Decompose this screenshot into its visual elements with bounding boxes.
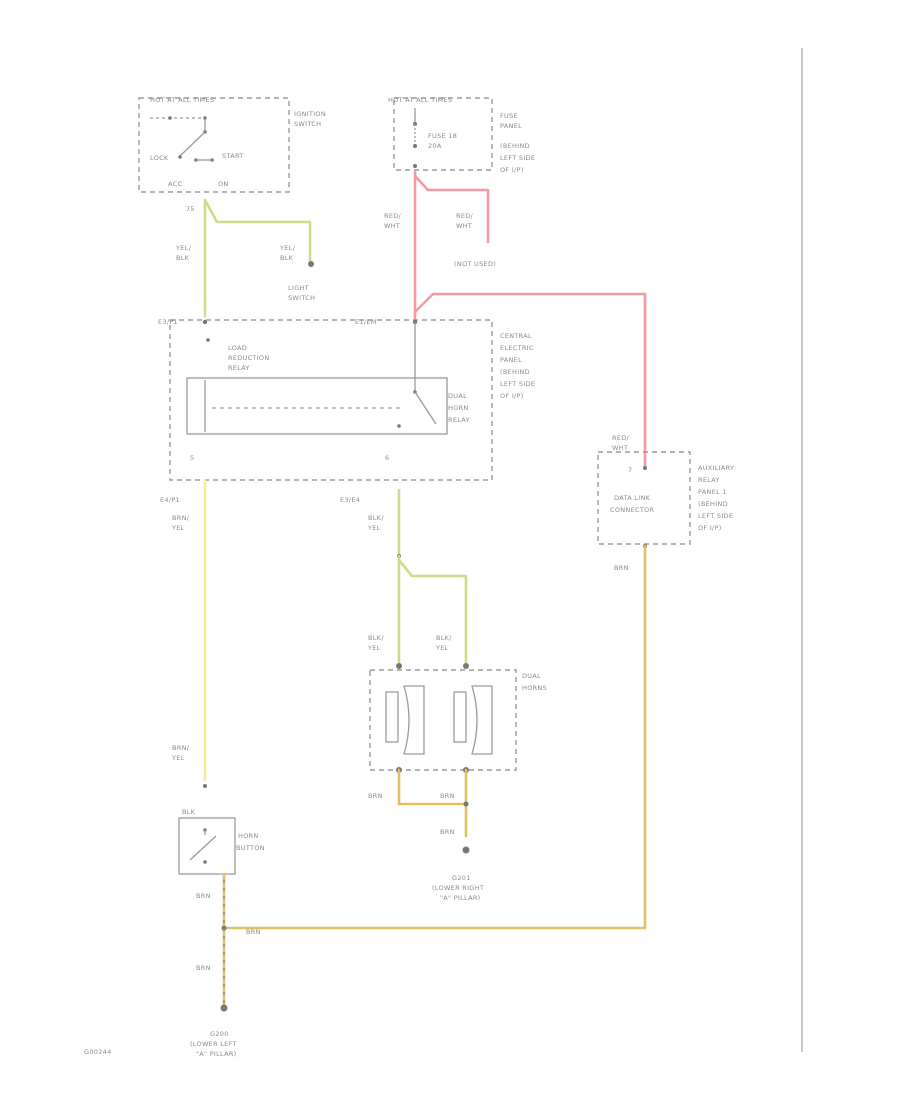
horn-relay-2: HORN bbox=[448, 404, 469, 412]
load-relay-1: LOAD bbox=[228, 344, 247, 352]
ignition-pos-on: ON bbox=[218, 180, 229, 188]
ground-left-2: (LOWER LEFT bbox=[190, 1040, 237, 1048]
ground-right-2: (LOWER RIGHT bbox=[432, 884, 484, 892]
label-blk: BLK bbox=[182, 808, 196, 816]
label-brn-yel-2b: YEL bbox=[171, 754, 185, 762]
fuse-panel: HOT AT ALL TIMES FUSE 18 20A FUSE PANEL … bbox=[388, 96, 535, 174]
fuse-label-2: 20A bbox=[428, 142, 442, 150]
label-not-used: (NOT USED) bbox=[454, 260, 496, 268]
label-brn-ds3: BRN bbox=[440, 828, 455, 836]
yellow-black-wire bbox=[203, 198, 314, 318]
ignition-pos-lock: LOCK bbox=[150, 154, 169, 162]
label-red-wht-1a: RED/ bbox=[384, 212, 402, 220]
ground-left-3: "A" PILLAR) bbox=[196, 1050, 237, 1058]
dlc-panel-3: PANEL 1 bbox=[698, 488, 727, 496]
label-brn-dlc: BRN bbox=[614, 564, 629, 572]
horn-ground-wires bbox=[397, 768, 470, 854]
fuse-panel-2: PANEL bbox=[500, 122, 522, 130]
cep-pin-left: 5 bbox=[190, 454, 194, 462]
black-yellow-wires bbox=[396, 488, 469, 669]
horn-button-name-1: HORN bbox=[238, 832, 259, 840]
label-pin-75: 75 bbox=[186, 205, 195, 213]
ground-left-1: G200 bbox=[210, 1030, 229, 1038]
dual-horns: DUAL HORNS bbox=[369, 669, 547, 773]
cep-pin-right: 6 bbox=[385, 454, 389, 462]
label-yel-blk-2a: YEL/ bbox=[279, 244, 296, 252]
horns-name-1: DUAL bbox=[522, 672, 541, 680]
dlc-name-2: CONNECTOR bbox=[610, 506, 655, 514]
label-blk-yel-1a: BLK/ bbox=[368, 514, 384, 522]
load-relay-3: RELAY bbox=[228, 364, 250, 372]
label-red-wht-2a: RED/ bbox=[456, 212, 474, 220]
data-link-connector: RED/ WHT 7 DATA LINK CONNECTOR AUXILIARY… bbox=[597, 434, 734, 548]
page-divider bbox=[801, 48, 803, 1052]
cep-panel-3: PANEL bbox=[500, 356, 522, 364]
fuse-panel-5: OF I/P) bbox=[500, 166, 524, 174]
fuse-label-1: FUSE 18 bbox=[428, 132, 457, 140]
central-electric-panel: E3/P1 E1/EM LOAD REDUCTION RELAY DUAL HO… bbox=[158, 318, 535, 481]
horns-name-2: HORNS bbox=[522, 684, 547, 692]
cep-panel-4: (BEHIND bbox=[500, 368, 530, 376]
ground-right-3: "A" PILLAR) bbox=[440, 894, 481, 902]
fuse-header: HOT AT ALL TIMES bbox=[388, 96, 452, 104]
label-red-wht-2b: WHT bbox=[456, 222, 472, 230]
lower-brown-wires bbox=[220, 544, 647, 1012]
ignition-name-1: IGNITION bbox=[294, 110, 326, 118]
horn-button: BLK HORN BUTTON bbox=[178, 808, 265, 875]
label-brn-hb: BRN bbox=[196, 892, 211, 900]
load-relay-2: REDUCTION bbox=[228, 354, 270, 362]
label-brn-lower: BRN bbox=[196, 964, 211, 972]
ignition-switch: HOT AT ALL TIMES IGNITION SWITCH LOCK ST… bbox=[138, 96, 326, 193]
light-switch-2: SWITCH bbox=[288, 294, 315, 302]
dlc-red-wht-2: WHT bbox=[612, 444, 628, 452]
label-brn-yel-2a: BRN/ bbox=[172, 744, 190, 752]
label-brn-ds1: BRN bbox=[368, 792, 383, 800]
label-brn-yel-1b: YEL bbox=[171, 524, 185, 532]
label-yel-blk-1a: YEL/ bbox=[175, 244, 192, 252]
dlc-panel-2: RELAY bbox=[698, 476, 720, 484]
fuse-panel-3: (BEHIND bbox=[500, 142, 530, 150]
label-yel-blk-1b: BLK bbox=[176, 254, 190, 262]
ignition-name-2: SWITCH bbox=[294, 120, 321, 128]
label-brn-yel-1a: BRN/ bbox=[172, 514, 190, 522]
dlc-pin: 7 bbox=[628, 466, 632, 474]
label-blk-yel-2a: BLK/ bbox=[368, 634, 384, 642]
cep-panel-6: OF I/P) bbox=[500, 392, 524, 400]
dlc-panel-6: OF I/P) bbox=[698, 524, 722, 532]
cep-panel-2: ELECTRIC bbox=[500, 344, 534, 352]
label-brn-ds2: BRN bbox=[440, 792, 455, 800]
dlc-panel-4: (BEHIND bbox=[698, 500, 728, 508]
ground-right-1: G201 bbox=[452, 874, 471, 882]
red-wire-circuit bbox=[413, 170, 647, 470]
horn-relay-3: RELAY bbox=[448, 416, 470, 424]
dlc-name-1: DATA LINK bbox=[614, 494, 651, 502]
figure-id: G00244 bbox=[84, 1048, 112, 1056]
label-brn-mid: BRN bbox=[246, 928, 261, 936]
horn-button-name-2: BUTTON bbox=[236, 844, 265, 852]
ignition-pos-start: START bbox=[222, 152, 244, 160]
cep-conn-right: E1/EM bbox=[355, 318, 377, 326]
cep-panel-1: CENTRAL bbox=[500, 332, 532, 340]
dlc-panel-5: LEFT SIDE bbox=[698, 512, 733, 520]
cep-out-right: E3/E4 bbox=[340, 496, 360, 504]
ignition-header: HOT AT ALL TIMES bbox=[150, 96, 214, 104]
fuse-panel-4: LEFT SIDE bbox=[500, 154, 535, 162]
label-blk-yel-2b: YEL bbox=[367, 644, 381, 652]
dlc-panel-1: AUXILIARY bbox=[698, 464, 734, 472]
label-blk-yel-1b: YEL bbox=[367, 524, 381, 532]
cep-conn-left: E3/P1 bbox=[158, 318, 178, 326]
label-red-wht-1b: WHT bbox=[384, 222, 400, 230]
ignition-pos-acc: ACC bbox=[168, 180, 182, 188]
label-blk-yel-3b: YEL bbox=[435, 644, 449, 652]
cep-panel-5: LEFT SIDE bbox=[500, 380, 535, 388]
label-blk-yel-3a: BLK/ bbox=[436, 634, 452, 642]
light-switch-1: LIGHT bbox=[288, 284, 309, 292]
label-yel-blk-2b: BLK bbox=[280, 254, 294, 262]
dlc-red-wht-1: RED/ bbox=[612, 434, 630, 442]
horn-relay-1: DUAL bbox=[448, 392, 467, 400]
cep-out-left: E4/P1 bbox=[160, 496, 180, 504]
fuse-panel-1: FUSE bbox=[500, 112, 518, 120]
